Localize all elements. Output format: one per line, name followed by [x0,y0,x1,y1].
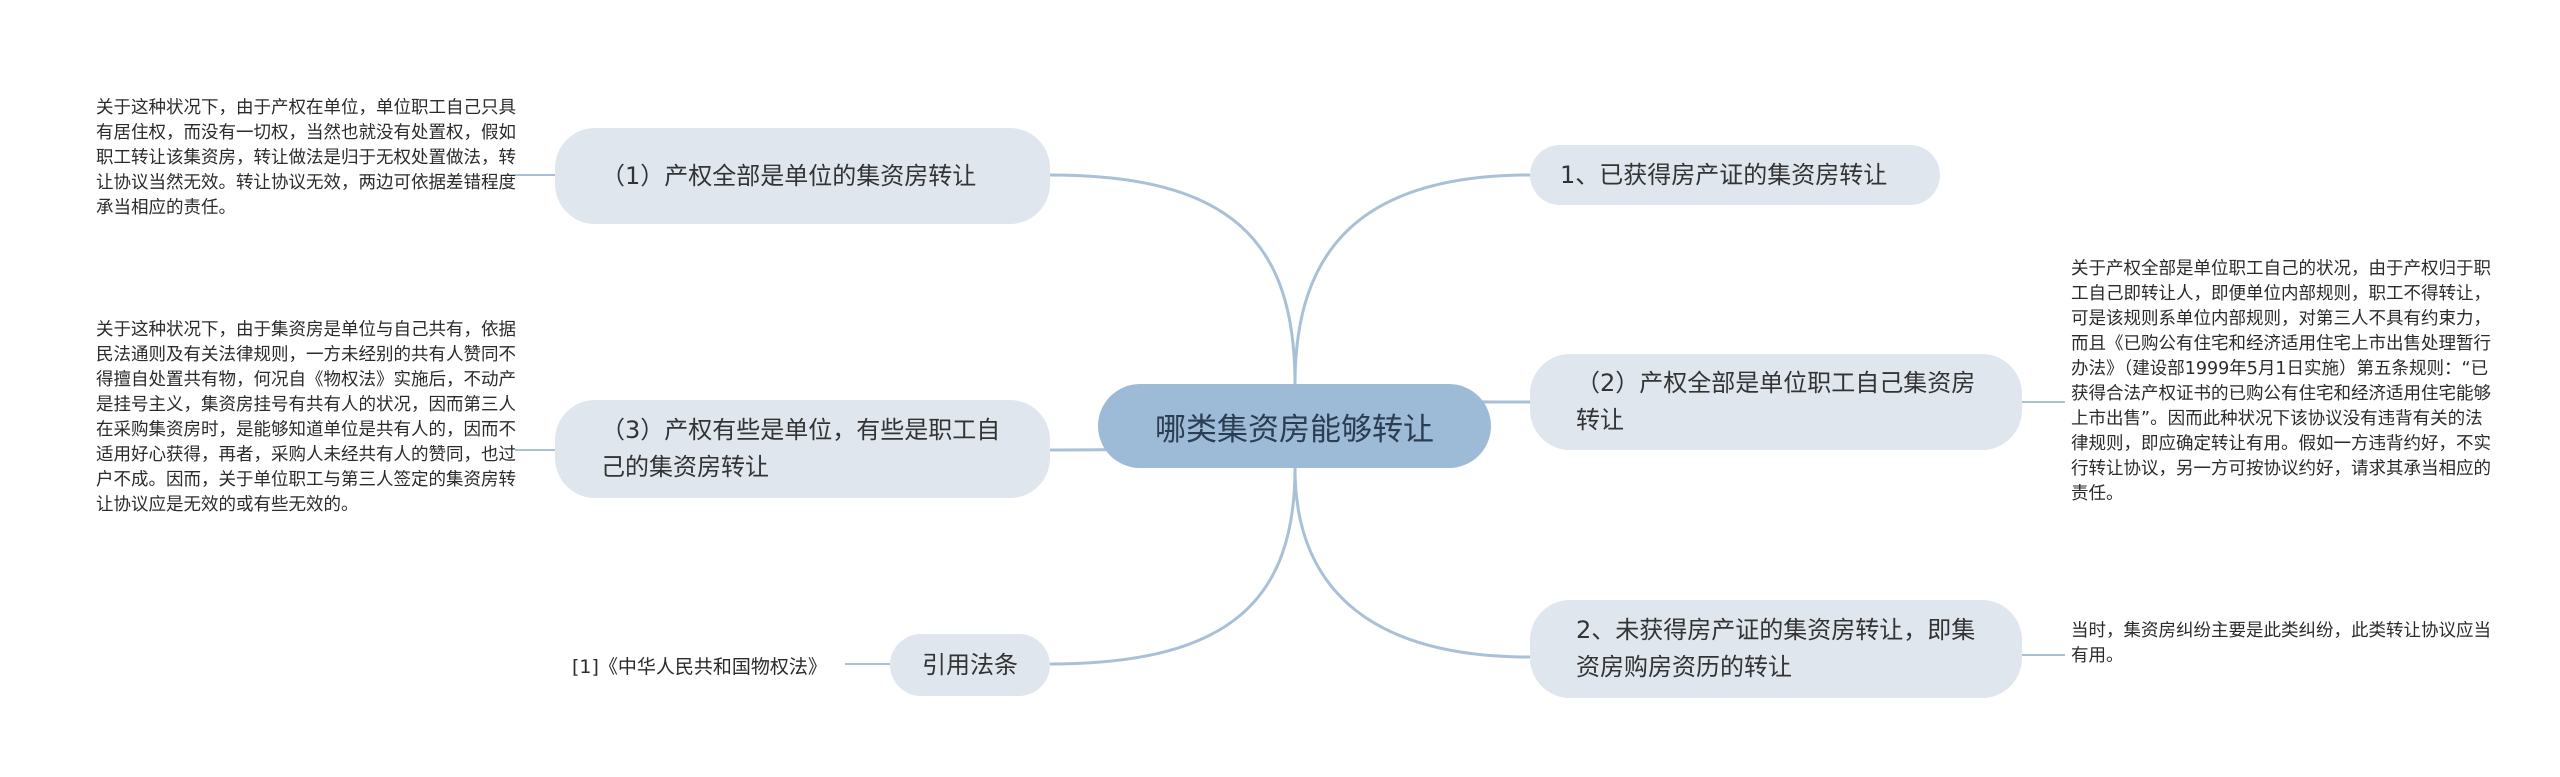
root-node[interactable]: 哪类集资房能够转让 [1098,384,1491,468]
cite-node[interactable]: 引用法条 [890,634,1050,696]
cite-ref: [1]《中华人民共和国物权法》 [572,656,827,678]
root-label: 哪类集资房能够转让 [1155,411,1434,448]
item-2-label: 2、未获得房产证的集资房转让，即集资房购房资历的转让 [1576,616,1976,681]
item-1-label: 1、已获得房产证的集资房转让 [1560,160,1888,189]
cite-label: 引用法条 [922,650,1018,679]
item-1[interactable]: 1、已获得房产证的集资房转让 [1530,145,1940,205]
topic-3-label: （3）产权有些是单位，有些是职工自己的集资房转让 [601,416,1001,481]
item-2-note: 当时，集资房纠纷主要是此类纠纷，此类转让协议应当有用。 [2071,621,2491,666]
topic-2-label: （2）产权全部是单位职工自己集资房转让 [1576,369,1976,434]
item-2[interactable]: 2、未获得房产证的集资房转让，即集资房购房资历的转让 [1530,600,2022,698]
topic-2[interactable]: （2）产权全部是单位职工自己集资房转让 [1530,354,2022,450]
edge-root-item1 [1293,173,1531,385]
topic-3[interactable]: （3）产权有些是单位，有些是职工自己的集资房转让 [555,400,1050,498]
topic-2-note: 关于产权全部是单位职工自己的状况，由于产权归于职工自己即转让人，即便单位内部规则… [2071,259,2491,504]
topic-1-note: 关于这种状况下，由于产权在单位，单位职工自己只具有居住权，而没有一切权，当然也就… [96,98,516,218]
edge-root-item2 [1293,467,1531,659]
topic-1[interactable]: （1）产权全部是单位的集资房转让 [555,128,1050,224]
edge-root-topic1 [1049,173,1297,385]
topic-3-note: 关于这种状况下，由于集资房是单位与自己共有，依据民法通则及有关法律规则，一方未经… [96,320,516,515]
topic-1-label: （1）产权全部是单位的集资房转让 [601,161,977,190]
edge-root-cite [1049,467,1297,666]
